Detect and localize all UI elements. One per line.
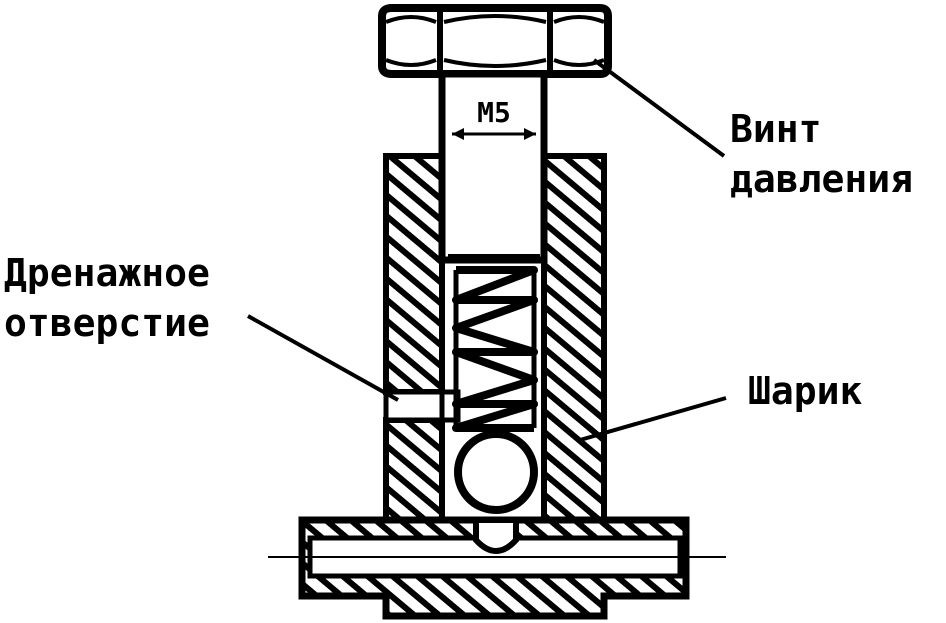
drain-hole-label-line2: отверстие <box>4 301 210 345</box>
pressure-screw-label-line2: давления <box>730 157 913 201</box>
drain-hole-label-line1: Дренажное <box>4 251 210 295</box>
thread-size-dimension: M5 <box>452 96 536 140</box>
thread-size-label: M5 <box>477 96 511 129</box>
ball-label: Шарик <box>748 369 863 413</box>
base-flange <box>298 516 690 620</box>
body-left-wall <box>383 153 445 523</box>
screw-head <box>378 4 612 78</box>
body-right-wall <box>541 153 607 523</box>
pressure-screw-label-line1: Винт <box>730 107 822 151</box>
leader-line-pressure-screw <box>592 58 726 158</box>
screw-shank <box>438 70 548 264</box>
spring <box>452 266 538 432</box>
leader-line-drain-hole <box>247 314 399 402</box>
leader-line-ball <box>579 396 727 442</box>
ball <box>454 430 538 514</box>
drain-hole <box>383 389 461 423</box>
